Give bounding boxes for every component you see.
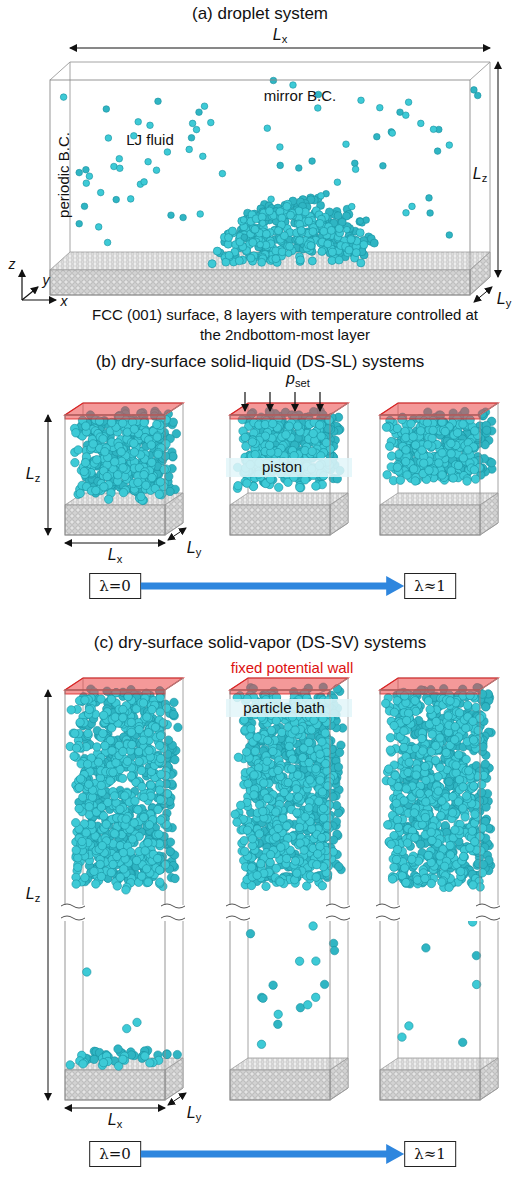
figure-page: (a) droplet systemLxmirror B.C.periodic … [0,0,520,1189]
